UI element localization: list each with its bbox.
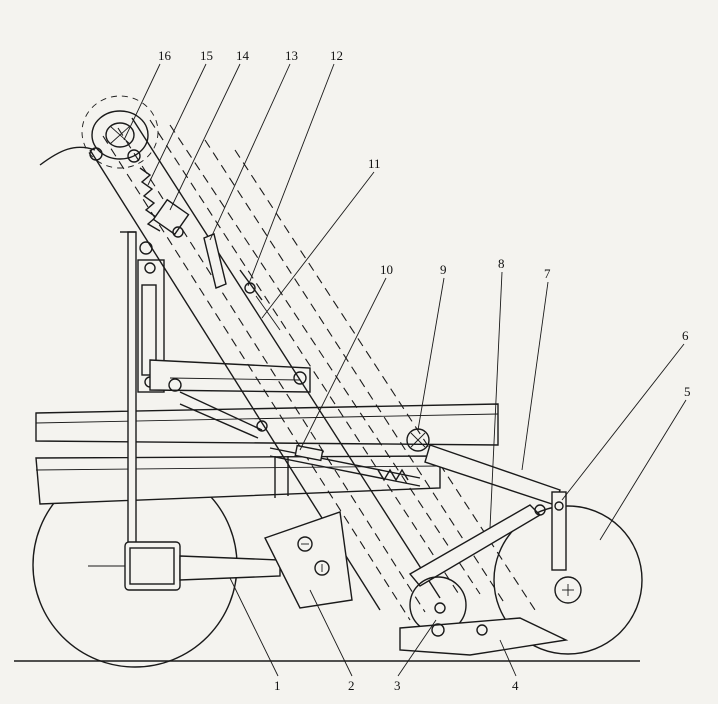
part-label-16: 16 <box>158 48 172 63</box>
share-blade <box>399 576 569 656</box>
part-label-13: 13 <box>285 48 298 63</box>
part-label-3: 3 <box>394 678 401 693</box>
depth-wheel <box>493 505 643 655</box>
part-label-10: 10 <box>380 262 393 277</box>
tension-rod <box>269 428 430 487</box>
part-label-2: 2 <box>348 678 355 693</box>
part-label-14: 14 <box>236 48 250 63</box>
digger-plate <box>264 511 353 609</box>
part-label-1: 1 <box>274 678 281 693</box>
wheel-arm <box>124 541 300 591</box>
part-label-4: 4 <box>512 678 519 693</box>
part-label-6: 6 <box>682 328 689 343</box>
top-sprocket <box>39 95 159 169</box>
part-label-9: 9 <box>440 262 447 277</box>
part-label-7: 7 <box>544 266 551 281</box>
tension-spring <box>139 167 190 238</box>
leader-lines <box>123 63 687 677</box>
part-label-8: 8 <box>498 256 505 271</box>
main-frame <box>35 403 499 505</box>
depth-wheel-arm <box>408 444 567 587</box>
part-number-labels: 16 15 14 13 12 11 10 9 8 7 6 5 1 2 3 4 <box>158 48 691 693</box>
mast <box>120 231 165 588</box>
diagonal-struts <box>203 233 281 331</box>
part-label-11: 11 <box>368 156 381 171</box>
link-arms <box>149 359 311 439</box>
part-label-15: 15 <box>200 48 213 63</box>
part-label-12: 12 <box>330 48 343 63</box>
part-label-5: 5 <box>684 384 691 399</box>
